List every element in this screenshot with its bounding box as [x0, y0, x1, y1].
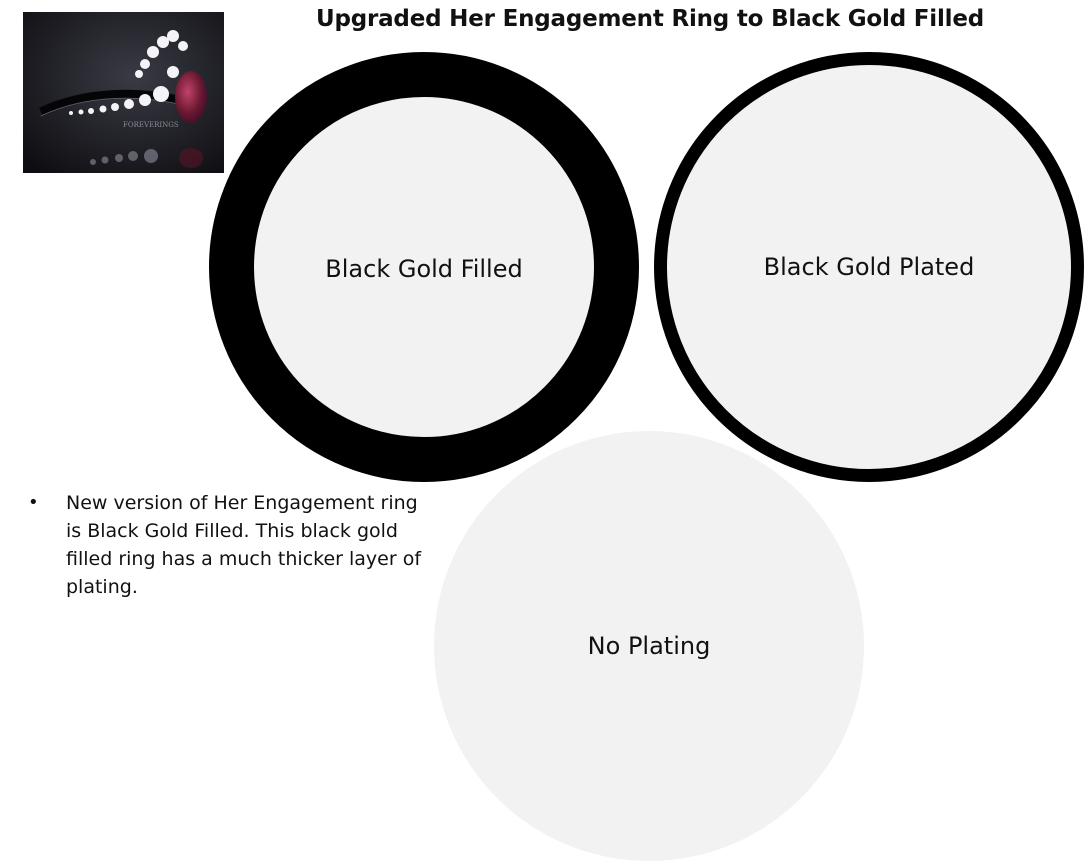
black-gold-plated-circle: Black Gold Plated: [654, 52, 1084, 482]
no-plating-circle: No Plating: [434, 431, 864, 861]
description-bullet: New version of Her Engagement ring is Bl…: [26, 489, 426, 601]
ring-photo: FOREVERINGS: [23, 12, 224, 173]
ring-photo-icon: FOREVERINGS: [23, 12, 224, 173]
black-gold-filled-circle: Black Gold Filled: [209, 52, 639, 482]
watermark: FOREVERINGS: [123, 121, 179, 129]
black-gold-plated-label: Black Gold Plated: [763, 253, 975, 281]
page-title: Upgraded Her Engagement Ring to Black Go…: [315, 6, 985, 32]
description-list: New version of Her Engagement ring is Bl…: [26, 489, 426, 601]
black-gold-filled-label: Black Gold Filled: [325, 255, 523, 283]
no-plating-label: No Plating: [587, 632, 711, 660]
